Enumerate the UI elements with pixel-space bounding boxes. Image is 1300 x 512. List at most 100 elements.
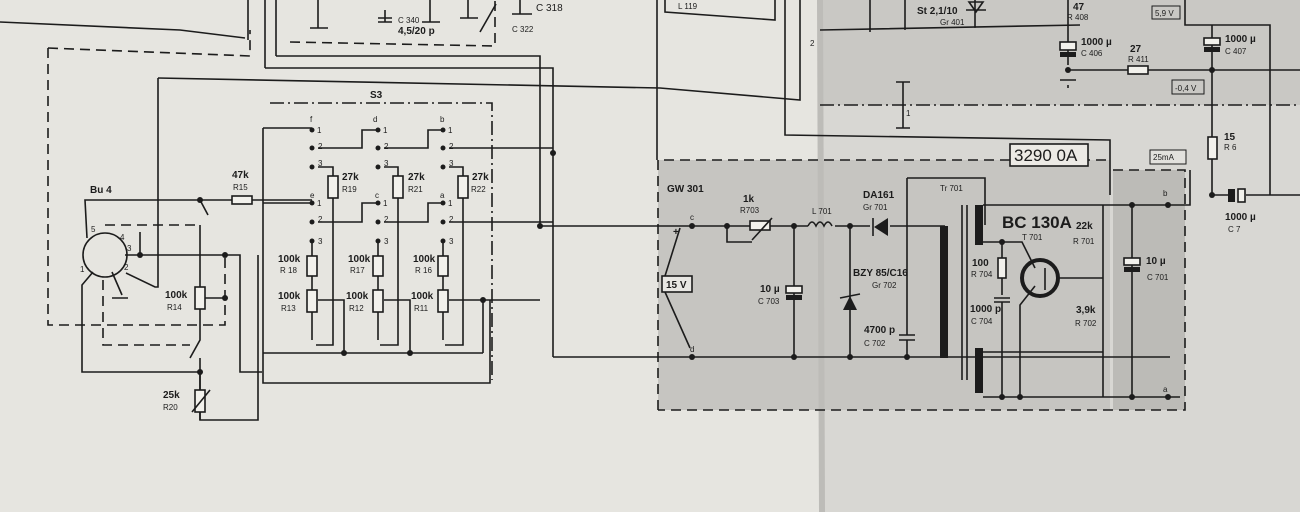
r702-ref: R 702	[1075, 319, 1097, 328]
c703-ref: C 703	[758, 297, 780, 306]
pin-3: 3	[384, 159, 389, 168]
pin-2: 2	[318, 215, 323, 224]
terminal-a: a	[1163, 385, 1168, 394]
pin-3: 3	[318, 159, 323, 168]
gw301-title: GW 301	[667, 184, 704, 195]
r16-ref: R 16	[415, 266, 432, 275]
socket-section	[47, 48, 312, 421]
t701-type: BC 130A	[1002, 213, 1072, 232]
r15-ref: R15	[233, 183, 248, 192]
contact-f: f	[310, 115, 313, 124]
contact-pin-numbers: 123 123 123 123 123 123	[317, 126, 454, 246]
r21-ref: R21	[408, 185, 423, 194]
contact-c: c	[375, 191, 379, 200]
pin-2: 2	[318, 142, 323, 151]
r11-ref: R11	[414, 304, 429, 313]
gr401-ref: Gr 401	[940, 18, 965, 27]
c704-ref: C 704	[971, 317, 993, 326]
t701-ref: T 701	[1022, 233, 1043, 242]
page-fold	[817, 0, 825, 512]
r701-value: 22k	[1076, 221, 1093, 232]
power-supply-shaded-board	[658, 160, 1110, 410]
c340-ref: C 340	[398, 16, 420, 25]
c340-value: 4,5/20 p	[398, 26, 435, 37]
r411-ref: R 411	[1128, 55, 1149, 64]
current-label: 25mA	[1153, 153, 1175, 162]
r704-value: 100	[972, 258, 989, 269]
r18-ref: R 18	[280, 266, 297, 275]
pin-1: 1	[317, 126, 322, 135]
socket-pin-5: 5	[91, 225, 96, 234]
r703-ref: R703	[740, 206, 760, 215]
gr702-ref: Gr 702	[872, 281, 897, 290]
pin-3: 3	[318, 237, 323, 246]
r17-value: 100k	[348, 254, 371, 265]
pin-3: 3	[449, 237, 454, 246]
l119-ref: L 119	[678, 2, 698, 11]
r22-ref: R22	[471, 185, 486, 194]
pin-2: 2	[384, 142, 389, 151]
r20-value: 25k	[163, 390, 180, 401]
c702-value: 4700 p	[864, 325, 895, 336]
tr701-ref: Tr 701	[940, 184, 963, 193]
r18-value: 100k	[278, 254, 301, 265]
c701-ref: C 701	[1147, 273, 1169, 282]
r12-ref: R12	[349, 304, 364, 313]
gr701-ref: Gr 701	[863, 203, 888, 212]
c322-ref: C 322	[512, 25, 534, 34]
node-2: 2	[810, 39, 815, 48]
r408-ref: R 408	[1067, 13, 1089, 22]
c7-ref: C 7	[1228, 225, 1241, 234]
c318-ref: C 318	[536, 3, 563, 14]
socket-pin-3: 3	[127, 244, 132, 253]
r13-value: 100k	[278, 291, 301, 302]
gr702-type: BZY 85/C16	[853, 268, 908, 279]
pin-1: 1	[383, 199, 388, 208]
contact-a: a	[440, 191, 445, 200]
c702-ref: C 702	[864, 339, 886, 348]
r704-ref: R 704	[971, 270, 993, 279]
st-value: St 2,1/10	[917, 6, 958, 17]
wiring	[0, 0, 1300, 384]
r6-ref: R 6	[1224, 143, 1237, 152]
node-1: 1	[906, 109, 911, 118]
socket-pin-2: 2	[124, 263, 129, 272]
r16-value: 100k	[413, 254, 436, 265]
pin-2: 2	[449, 215, 454, 224]
l701-ref: L 701	[812, 207, 832, 216]
r6-value: 15	[1224, 132, 1236, 143]
plus-sign: +	[673, 227, 679, 238]
r703-value: 1k	[743, 194, 755, 205]
c7-value: 1000 µ	[1225, 212, 1256, 223]
pin-1: 1	[383, 126, 388, 135]
voltage-5-9: 5,9 V	[1155, 9, 1174, 18]
socket-pin-4: 4	[120, 233, 125, 242]
c406-value: 1000 µ	[1081, 37, 1112, 48]
r20-ref: R20	[163, 403, 178, 412]
terminal-c: c	[690, 213, 694, 222]
r19-ref: R19	[342, 185, 357, 194]
r14-ref: R14	[167, 303, 182, 312]
r22-value: 27k	[472, 172, 489, 183]
terminal-b: b	[1163, 189, 1168, 198]
c406-ref: C 406	[1081, 49, 1103, 58]
pin-1: 1	[448, 199, 453, 208]
r21-value: 27k	[408, 172, 425, 183]
board-reference: 3290 0A	[1014, 146, 1078, 165]
pin-3: 3	[449, 159, 454, 168]
contact-d: d	[373, 115, 377, 124]
socket-pin-1: 1	[80, 265, 85, 274]
r11-value: 100k	[411, 291, 434, 302]
s3-components	[306, 127, 556, 356]
r15-value: 47k	[232, 170, 249, 181]
contact-e: e	[310, 191, 315, 200]
r411-value: 27	[1130, 44, 1142, 55]
pin-1: 1	[317, 199, 322, 208]
r12-value: 100k	[346, 291, 369, 302]
terminal-d: d	[690, 345, 694, 354]
gr701-type: DA161	[863, 190, 895, 201]
s3-title: S3	[370, 90, 383, 101]
c407-ref: C 407	[1225, 47, 1247, 56]
pin-2: 2	[449, 142, 454, 151]
